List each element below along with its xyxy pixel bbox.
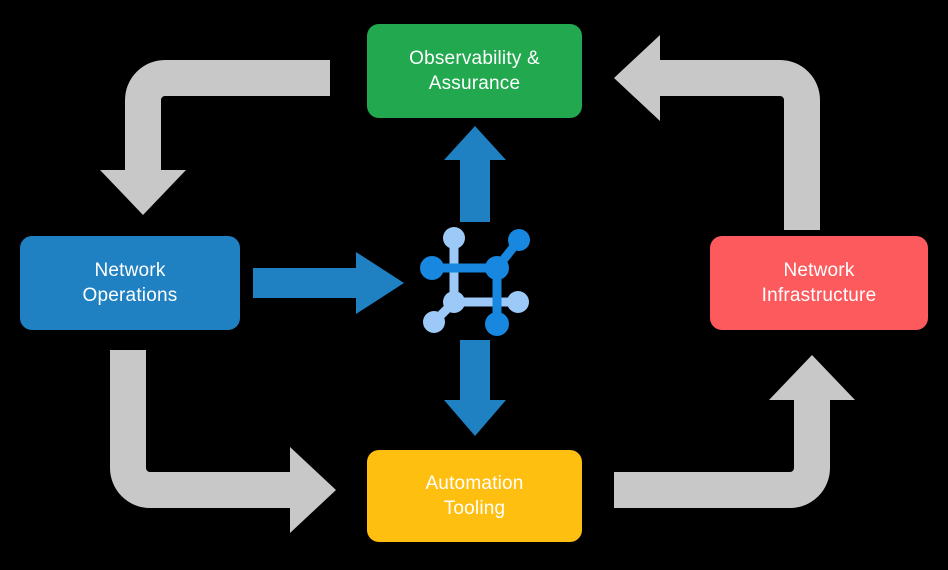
network-icon-links (427, 233, 524, 329)
node-box-automation-tooling[interactable]: Automation Tooling (367, 450, 582, 542)
flow-arrow-operations-to-center (253, 252, 404, 314)
flow-arrow-center-to-automation (444, 340, 506, 436)
cycle-arrow-observability-to-operations (100, 60, 330, 215)
node-box-network-operations[interactable]: Network Operations (20, 236, 240, 330)
node-box-network-infrastructure[interactable]: Network Infrastructure (710, 236, 928, 330)
cycle-arrow-infrastructure-to-observability (614, 35, 820, 230)
node-label-observability: Observability & Assurance (409, 47, 540, 94)
node-label-network-operations: Network Operations (82, 259, 178, 306)
cycle-arrow-operations-to-automation (110, 350, 336, 533)
node-label-network-infrastructure: Network Infrastructure (761, 259, 877, 306)
node-box-observability[interactable]: Observability & Assurance (367, 24, 582, 118)
node-label-automation-tooling: Automation Tooling (425, 472, 524, 519)
flow-arrow-center-to-observability (444, 126, 506, 222)
cycle-arrow-automation-to-infrastructure (614, 355, 855, 508)
network-icon-nodes (420, 227, 530, 336)
